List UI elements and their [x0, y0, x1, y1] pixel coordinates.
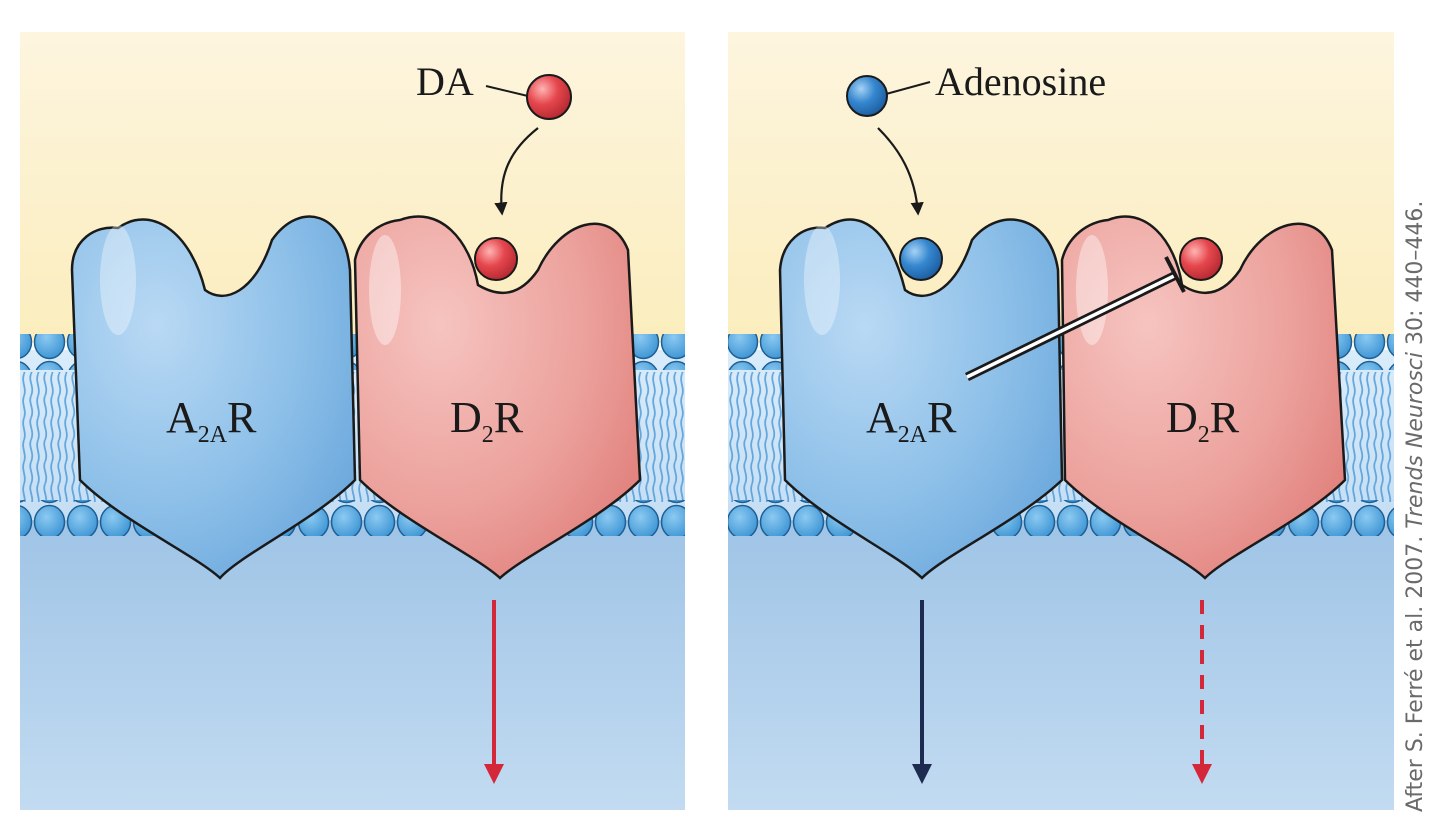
a2a-receptor-left-label: A2AR: [166, 393, 257, 448]
allosteric-inhibition-line: [965, 256, 1186, 382]
right-panel: A2AR D2R Adenosine: [728, 32, 1394, 810]
intracellular-space: [20, 520, 685, 810]
dopamine-molecule-free: [526, 74, 572, 120]
dopamine-molecule-bound: [474, 237, 518, 281]
dopamine-molecule-bound: [1179, 237, 1223, 281]
d2-receptor-right: [1060, 215, 1347, 580]
intracellular-space: [728, 520, 1394, 810]
d2-receptor-right-label: D2R: [1166, 393, 1240, 448]
adenosine-binding-arrow: [877, 127, 924, 216]
dopamine-label: DA: [416, 59, 474, 104]
dopamine-label-leader: [485, 85, 533, 98]
a2a-receptor-right: [778, 218, 1064, 580]
dopamine-binding-arrow: [494, 127, 539, 216]
a2a-receptor-right-label: A2AR: [866, 393, 957, 448]
adenosine-molecule-free: [846, 75, 888, 117]
figure-credit: After S. Ferré et al. 2007. Trends Neuro…: [1403, 201, 1428, 812]
d2-receptor-left-label: D2R: [450, 393, 524, 448]
a2a-receptor-left: [70, 215, 357, 580]
adenosine-molecule-bound: [899, 237, 943, 281]
d2-receptor-left: [353, 215, 642, 580]
adenosine-label: Adenosine: [935, 59, 1106, 104]
adenosine-label-leader: [885, 81, 931, 95]
left-panel: A2AR D2R DA: [20, 32, 685, 810]
